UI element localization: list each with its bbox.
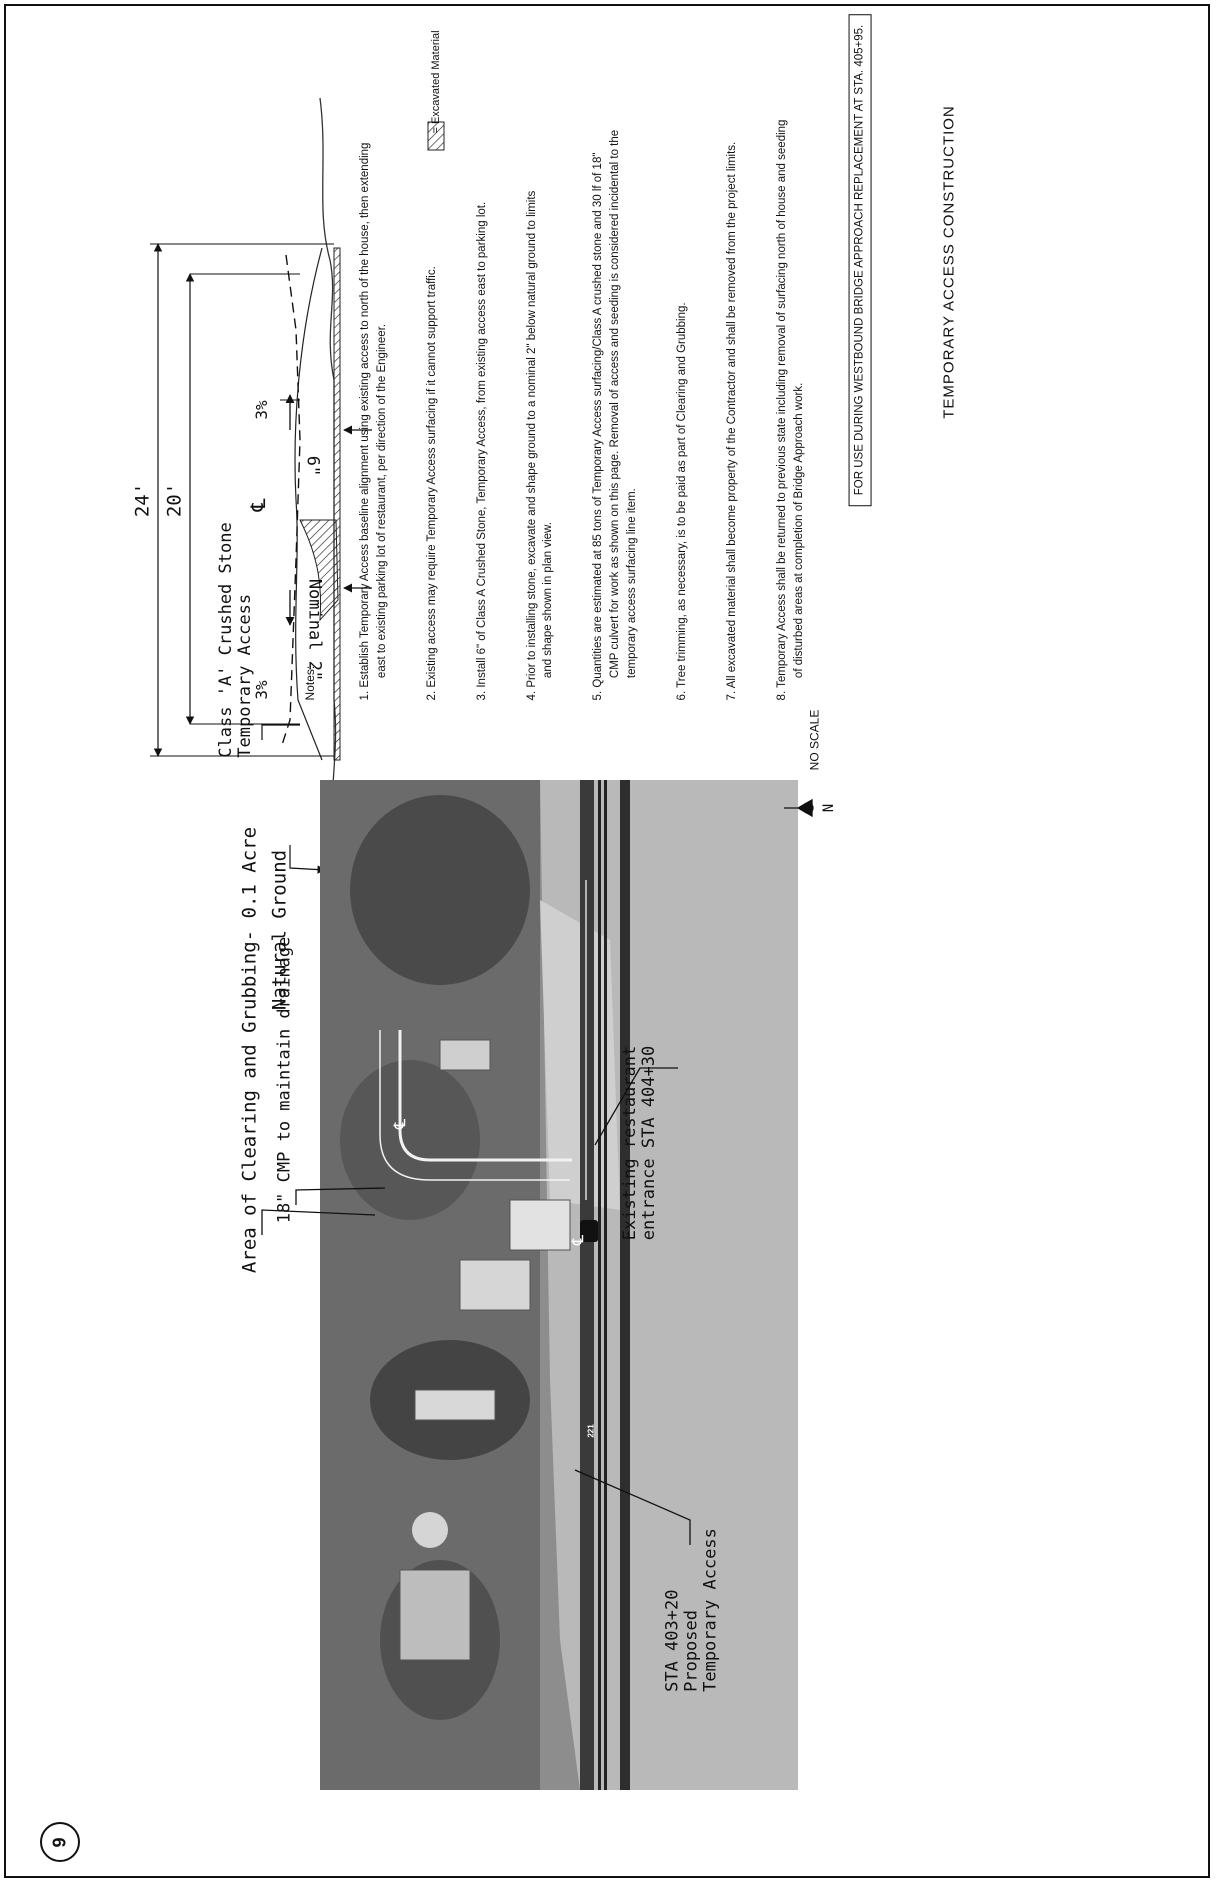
notes-block: Notes: 1. Establish Temporary Access bas… bbox=[269, 120, 841, 701]
notes-heading: Notes: bbox=[303, 665, 318, 701]
sheet-number: 9 bbox=[49, 1836, 70, 1848]
sheet-title: TEMPORARY ACCESS CONSTRUCTION bbox=[940, 105, 958, 419]
aerial-plan-view bbox=[320, 780, 798, 1790]
note-item: 5. Quantities are estimated at 85 tons o… bbox=[592, 129, 639, 701]
note-item: 6. Tree trimming, as necessary, is to be… bbox=[676, 302, 689, 701]
north-label: N bbox=[821, 803, 838, 813]
note-item: 2. Existing access may require Temporary… bbox=[425, 266, 438, 701]
note-item: 7. All excavated material shall become p… bbox=[726, 141, 739, 701]
scale-note: NO SCALE bbox=[807, 709, 822, 771]
proposed-access-alignment bbox=[398, 1030, 572, 1162]
sheet-number-badge: 9 bbox=[40, 1822, 80, 1862]
note-item: 8. Temporary Access shall be returned to… bbox=[776, 119, 805, 701]
sheet-border bbox=[4, 4, 1210, 1878]
legend-hatch-swatch bbox=[427, 121, 445, 151]
use-note-box: FOR USE DURING WESTBOUND BRIDGE APPROACH… bbox=[848, 13, 872, 507]
note-item: 1. Establish Temporary Access baseline a… bbox=[359, 142, 388, 701]
note-item: 4. Prior to installing stone, excavate a… bbox=[526, 190, 555, 701]
note-item: 3. Install 6" of Class A Crushed Stone, … bbox=[476, 201, 488, 701]
